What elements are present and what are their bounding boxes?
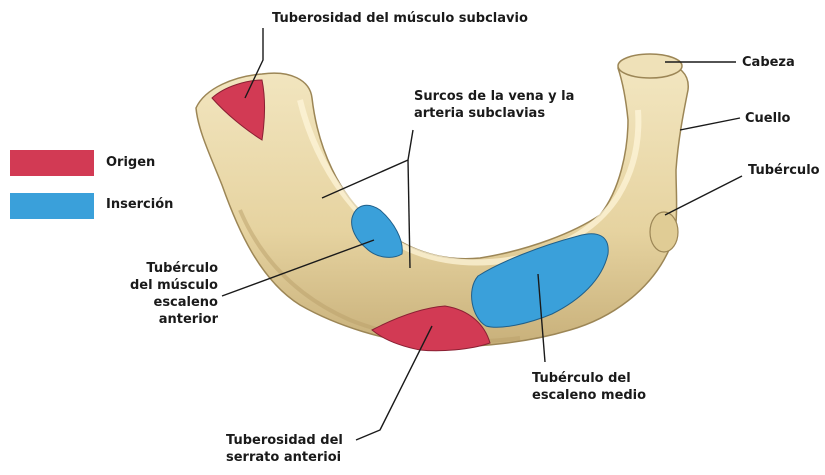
leader-neck	[680, 118, 740, 130]
label-middle-scalene: Tubérculo del escaleno medio	[532, 370, 646, 404]
label-grooves-line2: arteria subclavias	[414, 105, 574, 122]
label-anterior-scalene-line2: del músculo	[118, 277, 218, 294]
origin-swatch	[10, 150, 94, 176]
label-anterior-scalene: Tubérculo del músculo escaleno anterior	[118, 260, 218, 328]
rib-tubercle	[650, 212, 678, 252]
label-serratus-line1: Tuberosidad del	[226, 432, 343, 449]
label-neck: Cuello	[745, 110, 790, 127]
label-serratus: Tuberosidad del serrato anterioi	[226, 432, 343, 466]
label-subclavius-tuberosity: Tuberosidad del músculo subclavio	[272, 10, 528, 27]
label-head: Cabeza	[742, 54, 795, 71]
label-serratus-line2: serrato anterioi	[226, 449, 343, 466]
rib-head	[618, 54, 682, 78]
legend-insertion-label: Inserción	[106, 196, 173, 213]
label-tubercle: Tubérculo	[748, 162, 820, 179]
label-middle-scalene-line1: Tubérculo del	[532, 370, 646, 387]
label-middle-scalene-line2: escaleno medio	[532, 387, 646, 404]
label-grooves-line1: Surcos de la vena y la	[414, 88, 574, 105]
legend-origin-label: Origen	[106, 154, 155, 171]
label-grooves: Surcos de la vena y la arteria subclavia…	[414, 88, 574, 122]
insertion-swatch	[10, 193, 94, 219]
label-anterior-scalene-line4: anterior	[118, 311, 218, 328]
label-anterior-scalene-line1: Tubérculo	[118, 260, 218, 277]
label-anterior-scalene-line3: escaleno	[118, 294, 218, 311]
